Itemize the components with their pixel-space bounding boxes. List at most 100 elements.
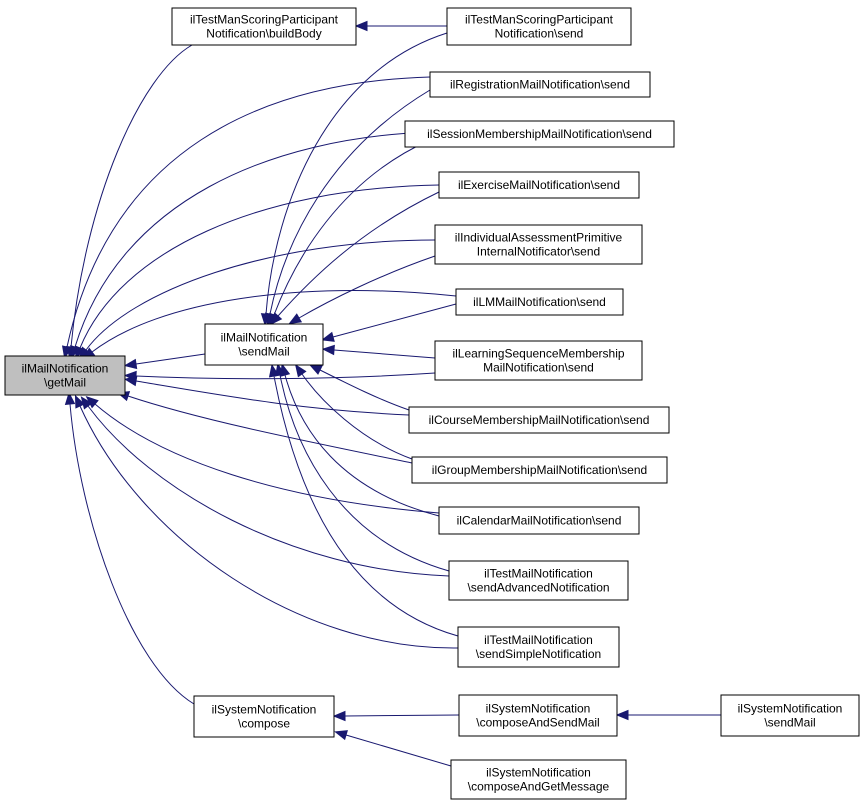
arrowhead-icon	[123, 375, 138, 387]
edge-line	[91, 290, 457, 353]
node-regSend[interactable]: ilRegistrationMailNotification\send	[429, 71, 651, 98]
edge-line	[66, 76, 431, 348]
node-label-line: ilTestManScoringParticipant	[190, 13, 339, 27]
node-label-line: \compose	[238, 717, 290, 731]
edge-line	[332, 303, 457, 338]
node-box	[448, 560, 629, 601]
node-box	[204, 323, 324, 366]
edge-buildBody-to-getMail	[65, 44, 193, 360]
arrowhead-icon	[332, 710, 346, 722]
node-label-line: ilTestMailNotification	[484, 567, 593, 581]
edge-tmsSend-to-buildBody	[354, 20, 447, 32]
node-tmsSend[interactable]: ilTestManScoringParticipantNotification\…	[446, 7, 632, 46]
node-box	[720, 694, 860, 737]
node-composeGet[interactable]: ilSystemNotification\composeAndGetMessag…	[450, 759, 627, 800]
node-box	[434, 340, 643, 381]
node-box	[450, 759, 627, 800]
node-sendMailMN[interactable]: ilMailNotification\sendMail	[204, 323, 324, 366]
node-label-line: ilSystemNotification	[486, 766, 591, 780]
edge-tstAdv-to-sendMailMN	[274, 362, 450, 572]
node-box	[446, 7, 632, 46]
arrowhead-icon	[274, 362, 286, 377]
edge-line	[94, 403, 440, 514]
node-box	[171, 7, 357, 46]
edge-line	[301, 373, 413, 460]
node-label-line: InternalNotificator\send	[477, 245, 600, 259]
edge-line	[284, 374, 440, 517]
node-label-line: ilTestMailNotification	[484, 633, 593, 647]
node-calSend[interactable]: ilCalendarMailNotification\send	[438, 506, 640, 535]
edge-line	[319, 369, 410, 411]
arrowhead-icon	[308, 364, 323, 375]
arrowhead-icon	[288, 313, 303, 325]
edge-tstSimple-to-getMail	[74, 394, 459, 649]
node-label-line: \sendMail	[764, 716, 815, 730]
edge-line	[87, 405, 450, 577]
call-graph-nodes: ilMailNotification\getMail ilTestManScori…	[4, 7, 860, 800]
node-label-line: ilLearningSequenceMembership	[452, 347, 624, 361]
node-lmSend[interactable]: ilLMMailNotification\send	[455, 288, 624, 316]
edge-tstAdv-to-getMail	[80, 396, 450, 577]
edge-iaSend-to-sendMailMN	[288, 255, 436, 325]
node-tstAdv[interactable]: ilTestMailNotification\sendAdvancedNotif…	[448, 560, 629, 601]
node-label-line: ilRegistrationMailNotification\send	[450, 78, 630, 92]
edge-sessSend-to-sendMailMN	[269, 139, 431, 327]
node-getMail[interactable]: ilMailNotification\getMail	[4, 355, 126, 396]
edge-line	[135, 353, 206, 365]
edge-line	[79, 405, 459, 649]
node-exSend[interactable]: ilExerciseMailNotification\send	[438, 171, 640, 199]
node-lsSend[interactable]: ilLearningSequenceMembershipMailNotifica…	[434, 340, 643, 381]
node-label-line: \sendSimpleNotification	[476, 647, 601, 661]
arrowhead-icon	[321, 344, 335, 356]
edge-line	[69, 403, 195, 705]
edge-composeSend-to-compose	[332, 710, 460, 722]
edge-line	[135, 372, 436, 380]
node-crsSend[interactable]: ilCourseMembershipMailNotification\send	[408, 406, 670, 434]
node-iaSend[interactable]: ilIndividualAssessmentPrimitiveInternalN…	[434, 224, 643, 265]
node-tstSimple[interactable]: ilTestMailNotification\sendSimpleNotific…	[457, 626, 620, 668]
node-label-line: ilSystemNotification	[738, 702, 843, 716]
arrowhead-icon	[294, 363, 307, 378]
node-label-line: ilTestManScoringParticipant	[465, 13, 614, 27]
node-box	[4, 355, 126, 396]
edge-tstSimple-to-sendMailMN	[268, 363, 459, 637]
node-box	[455, 288, 624, 316]
edge-line	[344, 714, 460, 717]
edge-compose-to-getMail	[64, 391, 195, 705]
node-grpSend[interactable]: ilGroupMembershipMailNotification\send	[411, 456, 668, 484]
edge-lsSend-to-sendMailMN	[321, 344, 436, 359]
edge-regSend-to-getMail	[61, 76, 431, 360]
arrowhead-icon	[74, 394, 85, 409]
edge-sysSendMail-to-composeSend	[615, 709, 721, 721]
arrowhead-icon	[123, 358, 138, 370]
node-sessSend[interactable]: ilSessionMembershipMailNotification\send	[404, 120, 675, 148]
node-box	[434, 224, 643, 265]
node-buildBody[interactable]: ilTestManScoringParticipantNotification\…	[171, 7, 357, 46]
node-label-line: \sendAdvancedNotification	[467, 581, 609, 595]
edge-line	[127, 395, 413, 464]
edge-line	[135, 380, 410, 416]
edge-composeGet-to-compose	[334, 730, 452, 767]
edge-line	[345, 734, 452, 767]
node-label-line: ilIndividualAssessmentPrimitive	[455, 231, 623, 245]
call-graph-edges	[61, 20, 721, 767]
edge-crsSend-to-sendMailMN	[308, 364, 410, 411]
edge-exSend-to-sendMailMN	[269, 191, 440, 326]
node-box	[193, 695, 335, 738]
node-label-line: \composeAndGetMessage	[468, 780, 610, 794]
node-box	[408, 406, 670, 434]
arrowhead-icon	[321, 331, 335, 342]
arrowhead-icon	[269, 312, 283, 326]
node-compose[interactable]: ilSystemNotification\compose	[193, 695, 335, 738]
node-label-line: ilSystemNotification	[486, 702, 591, 716]
node-composeSend[interactable]: ilSystemNotification\composeAndSendMail	[458, 694, 618, 737]
node-label-line: ilCourseMembershipMailNotification\send	[429, 413, 650, 427]
arrowhead-icon	[354, 20, 368, 32]
edge-lmSend-to-sendMailMN	[321, 303, 457, 342]
node-sysSendMail[interactable]: ilSystemNotification\sendMail	[720, 694, 860, 737]
node-label-line: ilMailNotification	[221, 331, 308, 345]
edge-line	[74, 131, 431, 348]
node-label-line: ilMailNotification	[22, 362, 109, 376]
node-label-line: Notification\send	[495, 27, 584, 41]
